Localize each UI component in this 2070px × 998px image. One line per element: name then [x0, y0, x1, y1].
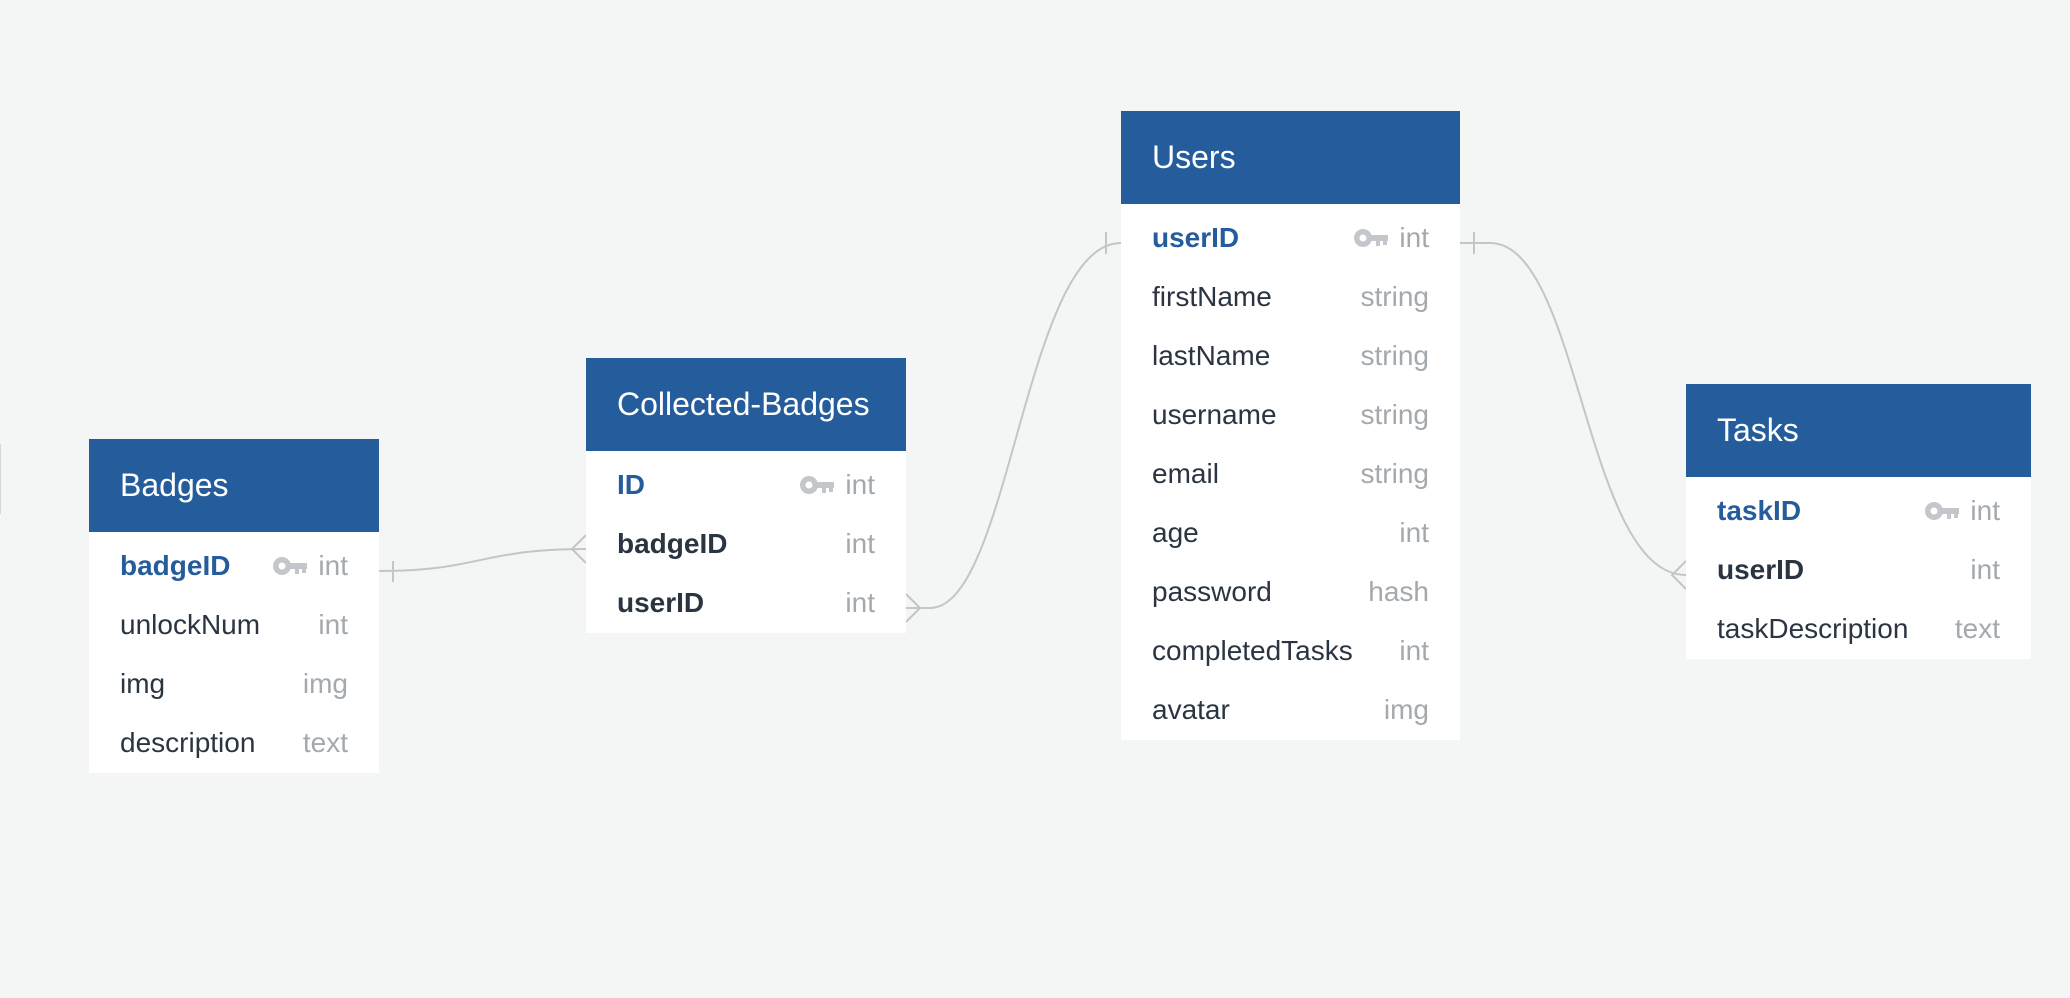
table-header[interactable]: Collected-Badges — [586, 358, 906, 451]
field-type: text — [1954, 613, 2000, 644]
field-name: img — [120, 667, 166, 699]
field-name: username — [1152, 398, 1277, 430]
field-row-userID[interactable]: userID int — [1686, 540, 2031, 599]
field-name: userID — [1717, 553, 1805, 585]
field-name: description — [120, 727, 256, 758]
field-row-description[interactable]: description text — [89, 713, 379, 773]
field-row-userID[interactable]: userID int — [586, 573, 906, 633]
field-name: badgeID — [120, 549, 231, 581]
field-name: age — [1152, 516, 1199, 548]
field-row-email[interactable]: email string — [1121, 444, 1460, 503]
field-type: int — [845, 527, 875, 559]
field-name: ID — [617, 468, 645, 500]
field-row-img[interactable]: img img — [89, 654, 379, 713]
many-marker — [571, 534, 587, 564]
key-icon — [1925, 501, 1960, 520]
field-row-age[interactable]: age int — [1121, 503, 1460, 562]
relationship-collected-badges-users[interactable] — [905, 232, 1122, 623]
field-row-username[interactable]: username string — [1121, 385, 1460, 444]
table-collected-badges[interactable]: Collected-Badges ID int badgeID int user… — [586, 358, 906, 633]
relationship-badges-collected-badges[interactable] — [378, 534, 587, 582]
field-type: int — [318, 608, 348, 640]
field-type: img — [1383, 694, 1429, 725]
field-row-password[interactable]: password hash — [1121, 562, 1460, 621]
table-header[interactable]: Users — [1121, 111, 1460, 204]
table-header[interactable]: Tasks — [1686, 384, 2031, 477]
field-type: int — [845, 468, 875, 500]
field-name: email — [1152, 457, 1219, 489]
field-row-taskDescription[interactable]: taskDescription text — [1686, 599, 2031, 659]
field-row-firstName[interactable]: firstName string — [1121, 267, 1460, 326]
many-marker — [1670, 560, 1687, 590]
field-name: badgeID — [617, 527, 728, 559]
field-type: int — [1399, 634, 1429, 666]
field-row-unlockNum[interactable]: unlockNum int — [89, 595, 379, 654]
field-row-completedTasks[interactable]: completedTasks int — [1121, 621, 1460, 680]
field-row-ID[interactable]: ID int — [586, 455, 906, 514]
field-type: int — [318, 549, 348, 581]
key-icon — [800, 475, 835, 494]
field-name: userID — [1152, 221, 1240, 253]
field-row-badgeID[interactable]: badgeID int — [586, 514, 906, 573]
field-type: text — [302, 727, 348, 758]
table-users[interactable]: Users userID int firstName string lastNa… — [1121, 111, 1460, 740]
field-type: int — [1970, 494, 2000, 526]
field-name: password — [1152, 575, 1272, 607]
field-name: firstName — [1152, 280, 1272, 312]
field-row-badgeID[interactable]: badgeID int — [89, 536, 379, 595]
key-icon — [273, 556, 308, 575]
field-name: unlockNum — [120, 608, 261, 640]
field-type: int — [1970, 553, 2000, 585]
table-tasks[interactable]: Tasks taskID int userID int taskDescript… — [1686, 384, 2031, 659]
field-type: int — [845, 587, 875, 618]
field-type: string — [1360, 398, 1429, 430]
field-row-taskID[interactable]: taskID int — [1686, 481, 2031, 540]
field-type: string — [1360, 339, 1429, 371]
field-type: string — [1360, 457, 1429, 489]
relationship-users-tasks[interactable] — [1460, 232, 1687, 590]
field-name: lastName — [1152, 339, 1271, 371]
canvas-edge-marker — [0, 444, 1, 514]
key-icon — [1354, 228, 1389, 247]
field-name: taskDescription — [1717, 613, 1909, 644]
table-badges[interactable]: Badges badgeID int unlockNum int img img — [89, 439, 379, 773]
field-name: taskID — [1717, 494, 1802, 526]
field-row-avatar[interactable]: avatar img — [1121, 680, 1460, 740]
field-type: hash — [1368, 575, 1429, 607]
field-row-userID[interactable]: userID int — [1121, 208, 1460, 267]
field-name: userID — [617, 587, 705, 618]
field-name: completedTasks — [1152, 634, 1353, 666]
field-type: int — [1399, 221, 1429, 253]
field-type: string — [1360, 280, 1429, 312]
many-marker — [905, 593, 922, 623]
field-name: avatar — [1152, 694, 1230, 725]
field-row-lastName[interactable]: lastName string — [1121, 326, 1460, 385]
table-header[interactable]: Badges — [89, 439, 379, 532]
field-type: img — [302, 667, 348, 699]
field-type: int — [1399, 516, 1429, 548]
